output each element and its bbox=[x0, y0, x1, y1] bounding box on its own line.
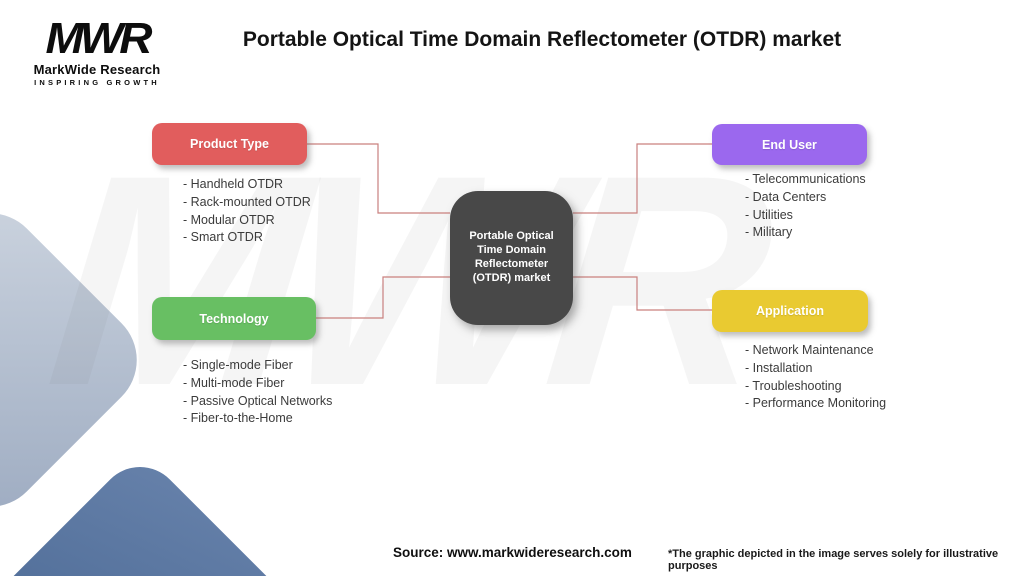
list-item: - Military bbox=[745, 225, 793, 240]
list-item: - Smart OTDR bbox=[183, 230, 263, 245]
page-title: Portable Optical Time Domain Reflectomet… bbox=[242, 28, 842, 51]
list-item: - Data Centers bbox=[745, 189, 827, 204]
segment-list-product-type: - Handheld OTDR - Rack-mounted OTDR - Mo… bbox=[183, 176, 311, 247]
list-item: - Fiber-to-the-Home bbox=[183, 411, 293, 426]
segment-list-application: - Network Maintenance - Installation - T… bbox=[745, 342, 886, 413]
segment-list-end-user: - Telecommunications - Data Centers - Ut… bbox=[745, 171, 866, 242]
list-item: - Modular OTDR bbox=[183, 212, 275, 227]
brand-monogram: MWR bbox=[45, 13, 153, 63]
segment-pill-technology: Technology bbox=[152, 297, 316, 340]
segment-label-end-user: End User bbox=[762, 137, 817, 152]
list-item: - Single-mode Fiber bbox=[183, 358, 293, 372]
list-item: - Network Maintenance bbox=[745, 343, 874, 357]
list-item: - Passive Optical Networks bbox=[183, 393, 333, 408]
center-node: Portable Optical Time Domain Reflectomet… bbox=[450, 191, 573, 325]
source-text: Source: www.markwideresearch.com bbox=[393, 545, 632, 560]
list-item: - Multi-mode Fiber bbox=[183, 375, 285, 390]
list-item: - Troubleshooting bbox=[745, 378, 842, 393]
connector-product-type bbox=[307, 143, 450, 214]
disclaimer-text: *The graphic depicted in the image serve… bbox=[668, 548, 999, 572]
connector-end-user bbox=[573, 143, 712, 214]
connector-application bbox=[573, 276, 712, 311]
list-item: - Utilities bbox=[745, 207, 793, 222]
segment-label-application: Application bbox=[755, 304, 825, 318]
list-item: - Handheld OTDR bbox=[183, 177, 284, 191]
list-item: - Telecommunications bbox=[745, 172, 866, 186]
brand-name: MarkWide Research bbox=[33, 62, 161, 78]
list-item: - Installation bbox=[745, 360, 813, 375]
segment-label-product-type: Product Type bbox=[190, 137, 269, 151]
segment-label-technology: Technology bbox=[199, 311, 269, 326]
list-item: - Rack-mounted OTDR bbox=[183, 194, 311, 209]
brand-logo: MWR MarkWide Research INSPIRING GROWTH bbox=[22, 14, 172, 87]
brand-tagline: INSPIRING GROWTH bbox=[34, 78, 160, 88]
segment-pill-application: Application bbox=[712, 290, 868, 332]
segment-pill-product-type: Product Type bbox=[152, 123, 307, 165]
center-node-label: Portable Optical Time Domain Reflectomet… bbox=[469, 230, 554, 284]
list-item: - Performance Monitoring bbox=[745, 396, 887, 411]
segment-list-technology: - Single-mode Fiber - Multi-mode Fiber -… bbox=[183, 357, 332, 428]
segment-pill-end-user: End User bbox=[712, 124, 867, 165]
connector-technology bbox=[316, 276, 450, 319]
